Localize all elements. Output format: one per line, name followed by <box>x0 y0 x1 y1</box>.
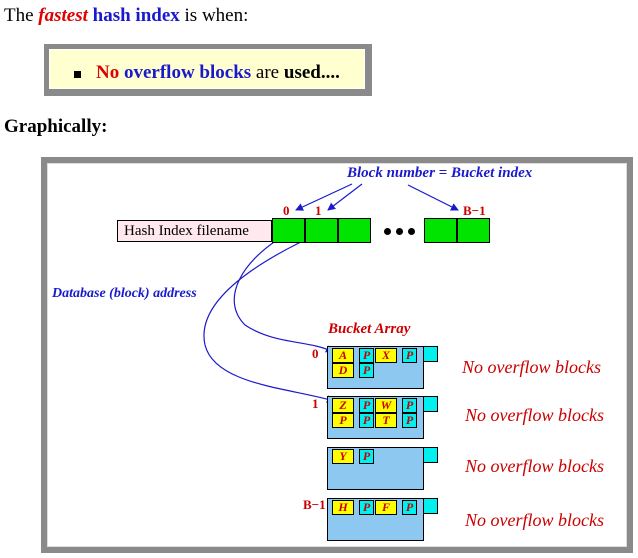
index-cell <box>272 218 305 243</box>
record-key: Z <box>332 398 354 413</box>
record-key: H <box>332 500 354 515</box>
record-pointer: P <box>359 363 374 378</box>
bucket-index-label: 1 <box>312 396 319 411</box>
callout-inner: No overflow blocks are used.... <box>49 49 365 89</box>
ellipsis-dot <box>384 228 391 235</box>
record-pointer: P <box>359 413 374 428</box>
ellipsis-dot <box>396 228 403 235</box>
record-pointer: P <box>359 449 374 464</box>
record-key: A <box>332 348 354 363</box>
db-address-label: Database (block) address <box>52 286 197 301</box>
overflow-pointer <box>423 396 438 412</box>
record-pointer: P <box>402 348 417 363</box>
bullet-icon <box>74 71 81 78</box>
record-key: W <box>375 398 397 413</box>
overflow-pointer <box>423 346 438 362</box>
index-label-1: 1 <box>315 203 322 218</box>
arrow-to-index-0 <box>295 183 353 211</box>
bucket-index-label: B−1 <box>303 497 326 512</box>
record-key: P <box>332 413 354 428</box>
intro-hash-index: hash index <box>92 5 180 26</box>
callout-are: are <box>255 62 280 83</box>
index-cell <box>305 218 338 243</box>
arrow-to-index-1 <box>327 183 363 211</box>
record-key: X <box>375 348 397 363</box>
no-overflow-label: No overflow blocks <box>465 456 604 476</box>
record-pointer: P <box>359 500 374 515</box>
hash-index-filename-box: Hash Index filename <box>117 220 272 242</box>
pointer-cell0-to-bucket0 <box>233 231 334 353</box>
record-key: F <box>375 500 397 515</box>
callout-box: No overflow blocks are used.... <box>44 44 372 96</box>
graphically-heading: Graphically: <box>4 116 108 137</box>
callout-used: used.... <box>283 62 340 83</box>
record-pointer: P <box>359 398 374 413</box>
record-pointer: P <box>402 398 417 413</box>
bucket-index-label: 0 <box>312 346 319 361</box>
record-pointer: P <box>402 413 417 428</box>
intro-line: The fastest hash index is when: <box>4 5 248 27</box>
index-cell <box>457 218 490 243</box>
arrow-to-index-last <box>407 184 459 211</box>
index-label-last: B−1 <box>463 203 486 218</box>
block-number-label: Block number = Bucket index <box>347 165 533 181</box>
callout-no: No <box>96 62 120 83</box>
record-pointer: P <box>402 500 417 515</box>
index-cell <box>424 218 457 243</box>
callout-overflow-blocks: overflow blocks <box>123 62 252 83</box>
overflow-pointer <box>423 498 438 514</box>
callout-text: No overflow blocks are used.... <box>96 62 340 84</box>
pointer-cell1-to-bucket1 <box>203 231 335 403</box>
index-cell <box>338 218 371 243</box>
record-pointer: P <box>359 348 374 363</box>
intro-fastest: fastest <box>38 5 88 26</box>
record-key: Y <box>332 449 354 464</box>
index-label-0: 0 <box>283 203 290 218</box>
no-overflow-label: No overflow blocks <box>462 357 601 377</box>
intro-is-when: is when: <box>184 5 249 26</box>
no-overflow-label: No overflow blocks <box>465 510 604 530</box>
no-overflow-label: No overflow blocks <box>465 405 604 425</box>
record-key: D <box>332 363 354 378</box>
record-key: T <box>375 413 397 428</box>
bucket-array-title: Bucket Array <box>328 321 411 337</box>
overflow-pointer <box>423 447 438 463</box>
intro-the: The <box>4 5 34 26</box>
ellipsis-dot <box>408 228 415 235</box>
